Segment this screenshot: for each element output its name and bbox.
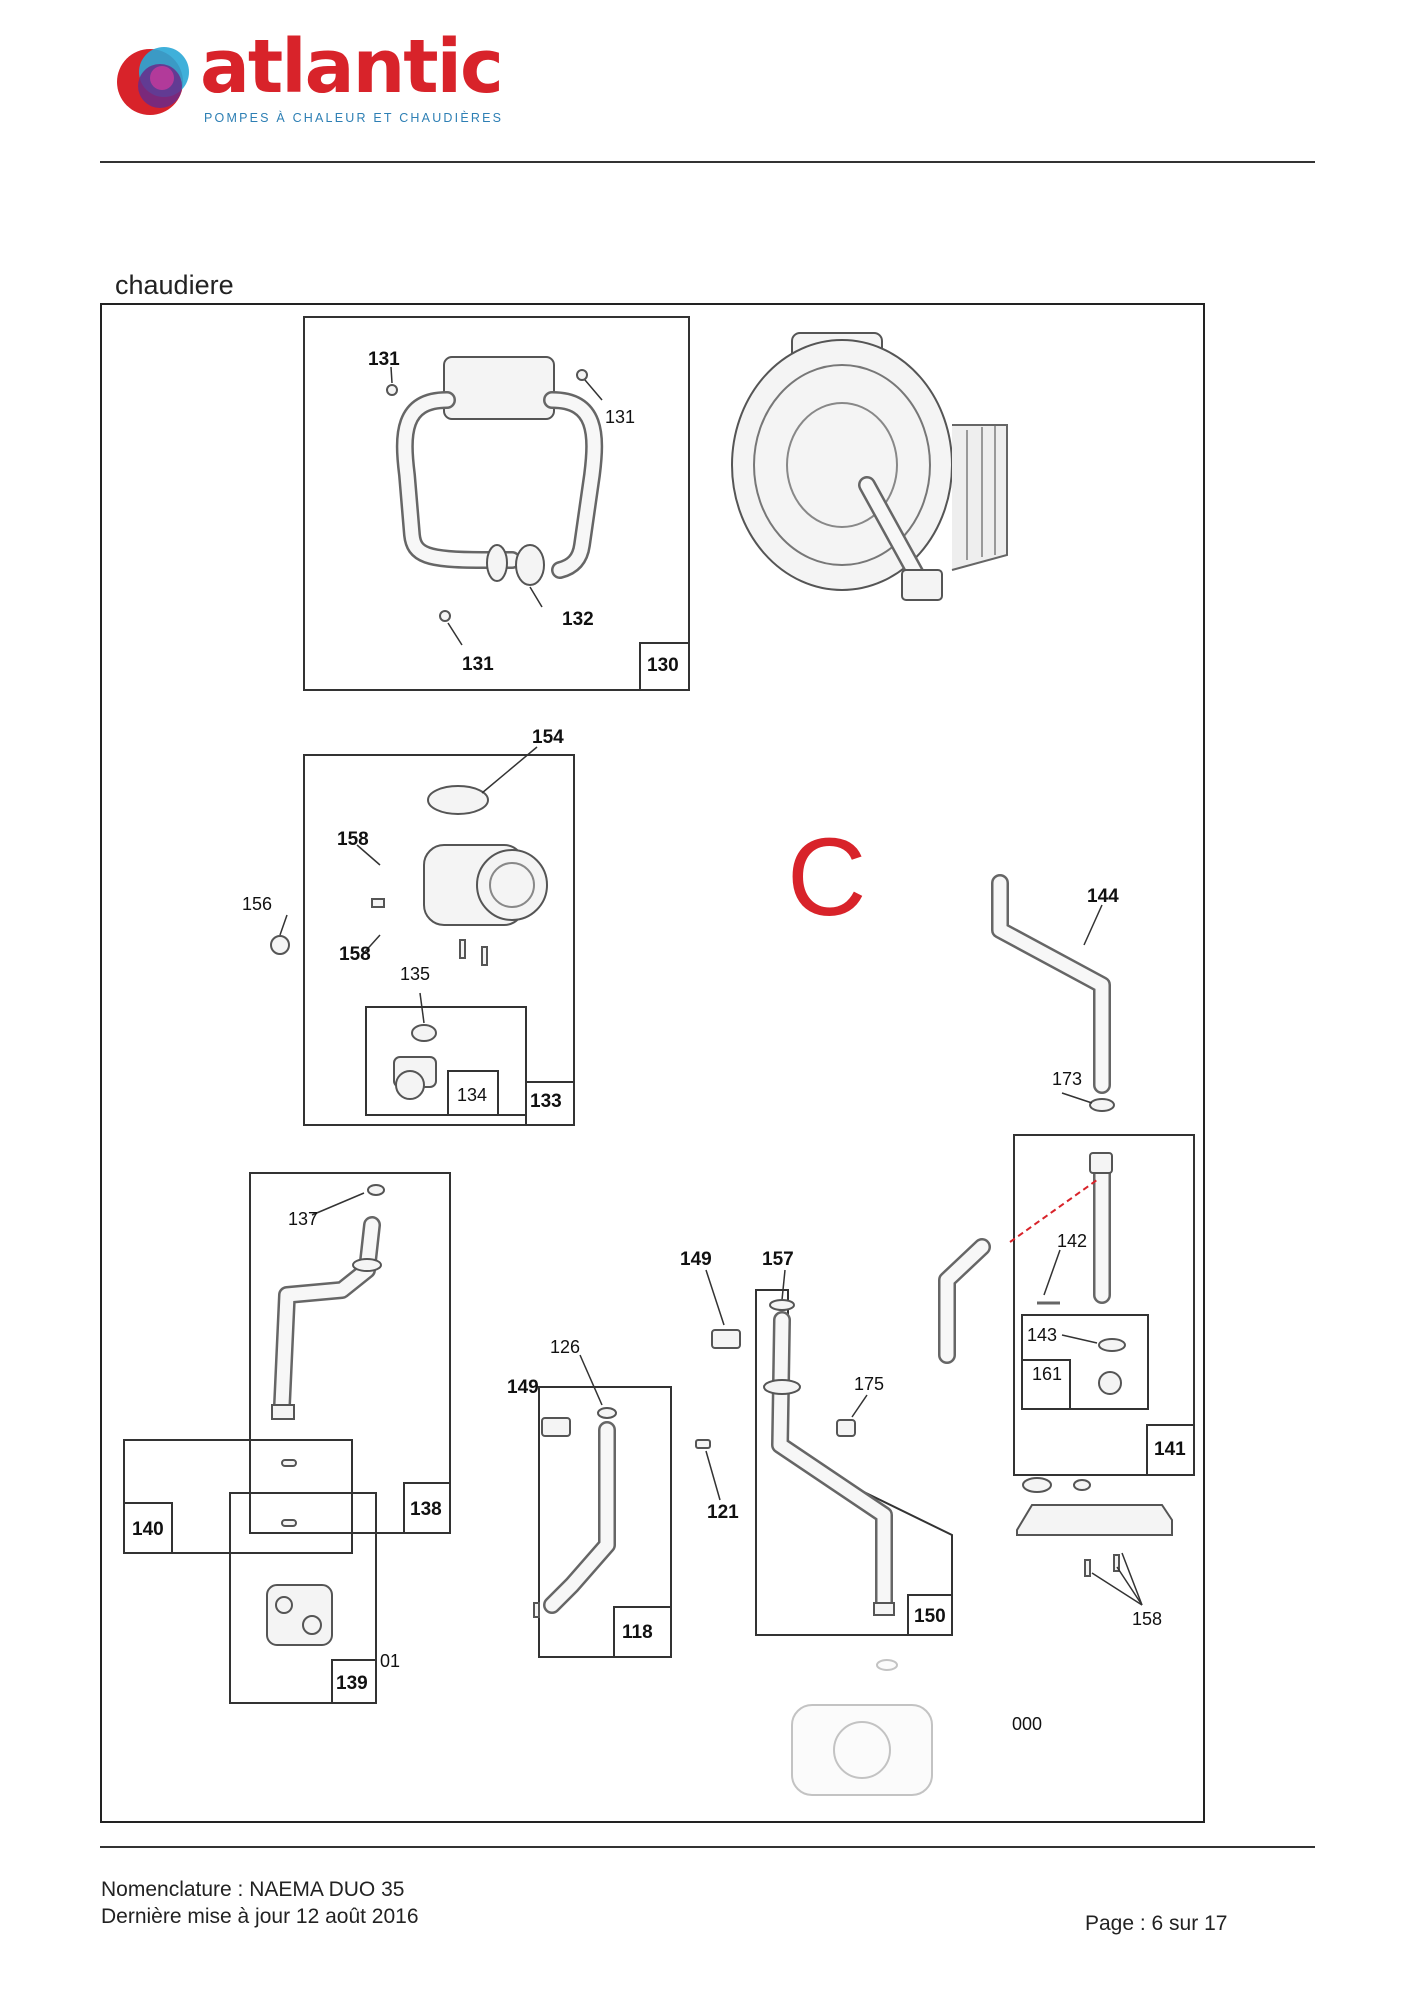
exploded-diagram: 131 131 131 132 130 C: [100, 303, 1205, 1823]
zone-letter: C: [787, 816, 866, 939]
callout-161: 161: [1032, 1364, 1062, 1384]
callout-121: 121: [707, 1502, 739, 1523]
brand-name: atlantic: [200, 24, 504, 110]
logo-mark-icon: [117, 47, 189, 115]
callout-131: 131: [462, 654, 494, 675]
page-number: Page : 6 sur 17: [1085, 1912, 1228, 1935]
fitting-121-part: [695, 1419, 856, 1449]
page-header: atlantic POMPES À CHALEUR ET CHAUDIÈRES: [0, 0, 1410, 165]
callout-154: 154: [532, 727, 564, 748]
callout-134: 134: [457, 1085, 487, 1105]
heat-exchanger-part: [731, 332, 1008, 601]
callout-150: 150: [914, 1606, 946, 1627]
callout-158: 158: [339, 944, 371, 965]
ref-box-161: [1021, 1359, 1071, 1410]
pipe-137-part: [271, 1184, 385, 1420]
callout-141: 141: [1154, 1439, 1186, 1460]
callout-149: 149: [680, 1249, 712, 1270]
callout-118: 118: [622, 1622, 653, 1643]
callout-144: 144: [1087, 886, 1119, 907]
callout-132: 132: [562, 609, 594, 630]
footer-nomenclature: Nomenclature : NAEMA DUO 35: [101, 1878, 405, 1901]
group-box-133: [303, 754, 575, 1126]
ghost-part: [791, 1659, 933, 1796]
air-duct-part: [386, 356, 604, 622]
diagram-drawing: 131 131 131 132 130 C: [102, 305, 1203, 1821]
atlantic-logo: atlantic POMPES À CHALEUR ET CHAUDIÈRES: [112, 30, 512, 136]
group-box-130: [303, 316, 690, 691]
ref-box-141: [1146, 1424, 1195, 1476]
footer-divider: [100, 1846, 1315, 1848]
callout-158: 158: [337, 829, 369, 850]
section-title: chaudiere: [115, 270, 234, 300]
callout-143: 143: [1027, 1325, 1057, 1345]
callout-131: 131: [368, 349, 400, 370]
pipe-142-part: [938, 1152, 1113, 1364]
callout-000: 000: [1012, 1714, 1042, 1734]
callout-173: 173: [1052, 1069, 1082, 1089]
callout-140: 140: [132, 1519, 164, 1540]
pipe-157-part: [763, 1299, 895, 1616]
group-box-138: [249, 1172, 451, 1534]
group-box-141: [1013, 1134, 1195, 1476]
callout-139: 139: [336, 1673, 368, 1694]
group-box-134: [365, 1006, 527, 1116]
brand-tagline: POMPES À CHALEUR ET CHAUDIÈRES: [204, 111, 504, 125]
ref-box-134: [447, 1070, 499, 1116]
footer-update-date: Dernière mise à jour 12 août 2016: [101, 1905, 419, 1928]
ref-box-140: [123, 1502, 173, 1554]
callout-149: 149: [507, 1377, 539, 1398]
venturi-part: [393, 1024, 437, 1100]
fan-part: [270, 785, 548, 966]
callout-131: 131: [605, 407, 635, 427]
callout-138: 138: [410, 1499, 442, 1520]
callout-133: 133: [530, 1091, 562, 1112]
callout-156: 156: [242, 894, 272, 914]
callout-130: 130: [647, 655, 679, 676]
group-box-118: [538, 1386, 672, 1658]
callout-157: 157: [762, 1249, 794, 1270]
callout-137: 137: [288, 1209, 318, 1229]
group-box-139: [229, 1492, 377, 1704]
pipe-144-part: [991, 874, 1115, 1112]
ref-box-130: [639, 642, 690, 691]
ref-box-150: [907, 1594, 953, 1636]
header-divider: [100, 161, 1315, 163]
ref-box-139: [331, 1659, 377, 1704]
callout-01: 01: [380, 1651, 400, 1671]
callout-142: 142: [1057, 1231, 1087, 1251]
callout-126: 126: [550, 1337, 580, 1357]
callout-175: 175: [854, 1374, 884, 1394]
callout-158: 158: [1132, 1609, 1162, 1629]
clip-149-part: [541, 1329, 741, 1437]
ref-box-118: [613, 1606, 672, 1658]
bracket-part: [1016, 1477, 1173, 1577]
valve-143-part: [1098, 1338, 1126, 1395]
ref-box-138: [403, 1482, 451, 1534]
pipe-126-part: [533, 1407, 617, 1618]
gas-valve-part: [266, 1584, 333, 1646]
callout-135: 135: [400, 964, 430, 984]
